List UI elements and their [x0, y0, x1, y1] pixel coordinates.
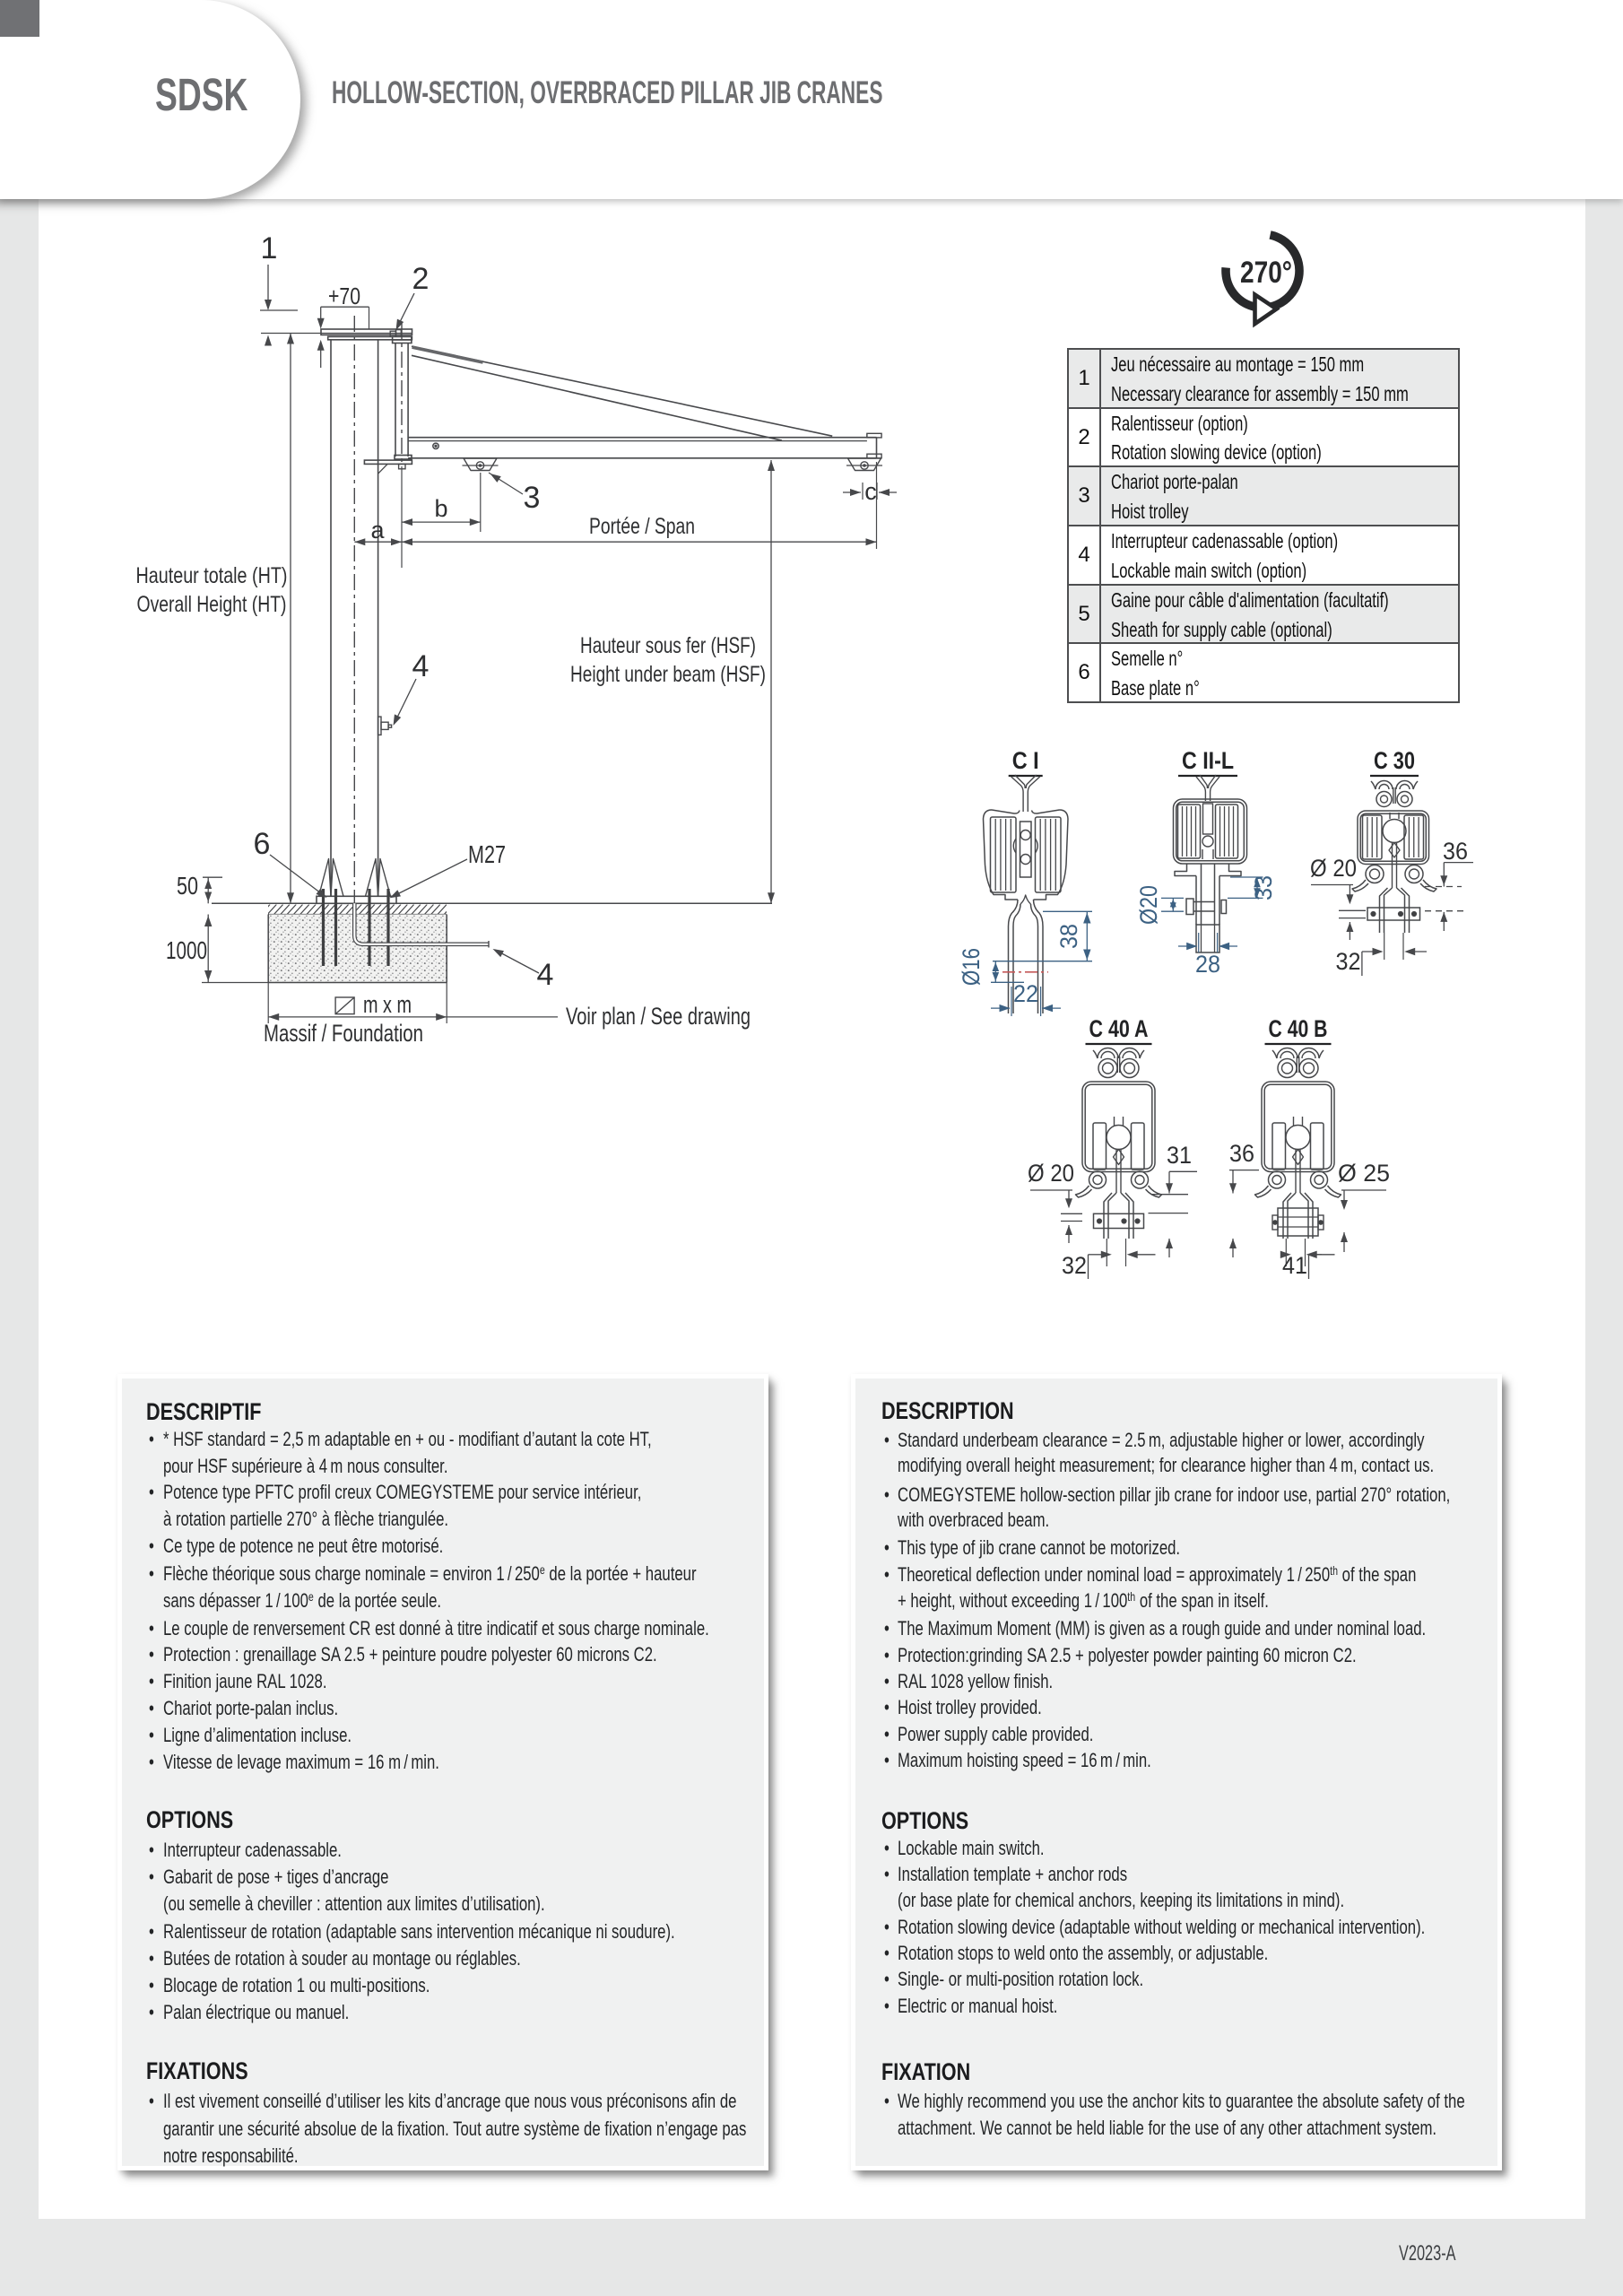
svg-text:32: 32 — [1062, 1252, 1087, 1279]
svg-text:Ø 20: Ø 20 — [1310, 855, 1357, 882]
svg-text:C 30: C 30 — [1374, 747, 1415, 774]
svg-text:Ø16: Ø16 — [958, 948, 985, 986]
svg-text:Height under beam (HSF): Height under beam (HSF) — [570, 662, 766, 687]
svg-text:C 40 B: C 40 B — [1269, 1015, 1328, 1042]
svg-text:38: 38 — [1055, 924, 1082, 949]
svg-text:C I: C I — [1012, 747, 1039, 774]
svg-text:1: 1 — [261, 231, 278, 265]
svg-text:41: 41 — [1282, 1252, 1307, 1279]
svg-text:C 40 A: C 40 A — [1089, 1015, 1149, 1042]
svg-text:50: 50 — [177, 872, 198, 900]
svg-text:1000: 1000 — [166, 936, 207, 964]
svg-text:4: 4 — [412, 649, 430, 683]
svg-text:+70: +70 — [328, 283, 360, 309]
svg-text:M27: M27 — [468, 840, 506, 868]
svg-text:Massif / Foundation: Massif / Foundation — [264, 1020, 423, 1047]
svg-text:6: 6 — [254, 827, 271, 861]
svg-text:Voir plan / See drawing: Voir plan / See drawing — [566, 1003, 751, 1030]
svg-text:36: 36 — [1229, 1140, 1254, 1167]
svg-text:c: c — [864, 478, 877, 505]
svg-text:2: 2 — [412, 262, 430, 296]
svg-text:33: 33 — [1250, 875, 1277, 900]
svg-text:Hauteur sous fer (HSF): Hauteur sous fer (HSF) — [580, 633, 756, 658]
svg-text:32: 32 — [1336, 948, 1361, 975]
svg-text:C II-L: C II-L — [1182, 747, 1234, 774]
svg-text:Ø 20: Ø 20 — [1028, 1160, 1074, 1187]
svg-text:22: 22 — [1013, 980, 1038, 1007]
svg-text:36: 36 — [1443, 838, 1468, 865]
svg-text:Ø20: Ø20 — [1135, 885, 1162, 925]
svg-text:Portée / Span: Portée / Span — [589, 514, 695, 539]
svg-text:28: 28 — [1195, 951, 1220, 978]
svg-text:Hauteur totale (HT): Hauteur totale (HT) — [136, 563, 288, 588]
svg-text:m x m: m x m — [363, 991, 412, 1018]
svg-text:a: a — [370, 517, 385, 544]
svg-text:Overall Height (HT): Overall Height (HT) — [137, 592, 287, 617]
svg-text:4: 4 — [537, 958, 554, 992]
svg-text:b: b — [434, 495, 447, 522]
svg-text:270°: 270° — [1240, 256, 1292, 290]
svg-text:Ø 25: Ø 25 — [1338, 1160, 1390, 1187]
svg-text:31: 31 — [1167, 1142, 1192, 1169]
svg-text:3: 3 — [524, 481, 541, 515]
